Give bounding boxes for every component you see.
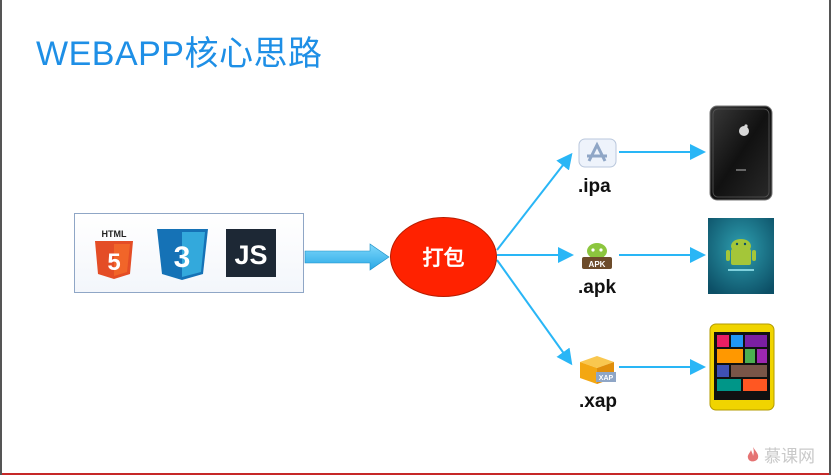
svg-text:5: 5: [107, 249, 120, 276]
bottom-border: [2, 473, 829, 475]
html5-icon: HTML 5: [95, 229, 133, 279]
web-tech-box: HTML 5 3 JS: [74, 213, 304, 293]
apk-android-icon: APK: [582, 243, 612, 269]
android-phone-icon: [708, 218, 774, 294]
xap-box-icon: XAP: [580, 356, 616, 384]
ext-label-xap: .xap: [579, 391, 618, 412]
css3-icon: 3: [157, 229, 208, 280]
windows-phone-icon: [709, 323, 775, 411]
svg-text:JS: JS: [234, 240, 267, 270]
watermark-text: 慕课网: [764, 447, 815, 466]
iphone-icon: [709, 105, 773, 201]
pack-label: 打包: [422, 247, 465, 270]
app-store-icon: [578, 138, 617, 168]
svg-text:3: 3: [174, 241, 191, 274]
js-icon: JS: [226, 229, 276, 277]
svg-text:HTML: HTML: [102, 229, 127, 239]
slide-title: WEBAPP核心思路: [36, 35, 323, 73]
pack-node: 打包: [390, 217, 497, 297]
ext-label-apk: .apk: [578, 277, 617, 298]
arrow-to-xap: [496, 259, 573, 366]
ext-label-ipa: .ipa: [578, 176, 611, 197]
flame-icon: [747, 446, 759, 461]
svg-text:XAP: XAP: [599, 375, 614, 382]
arrow-to-ipa: [496, 152, 573, 251]
watermark: 慕课网: [746, 442, 815, 467]
fat-arrow: [304, 243, 390, 271]
svg-text:APK: APK: [589, 260, 606, 269]
